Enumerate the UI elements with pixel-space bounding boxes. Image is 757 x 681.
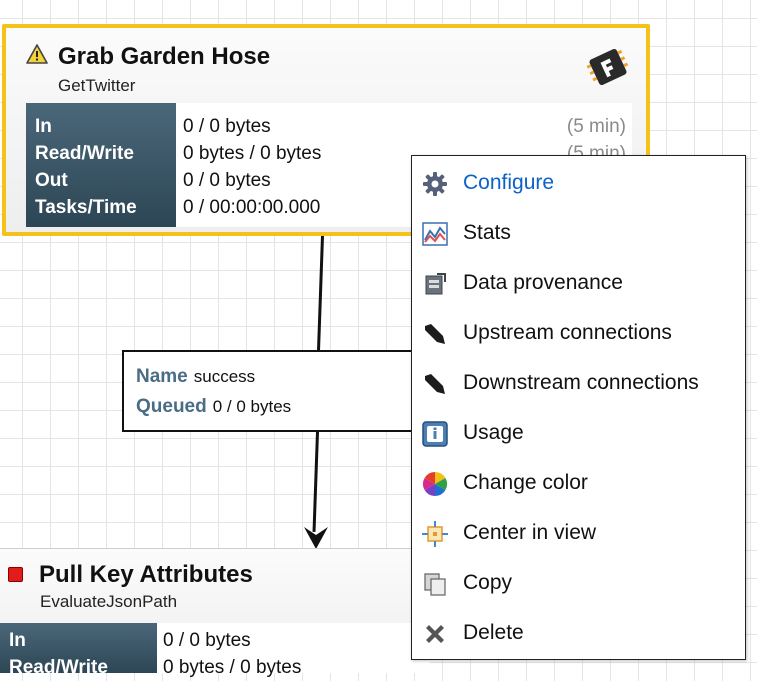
connection-name-label: Name: [136, 366, 188, 387]
stat-label-in: In: [9, 630, 26, 651]
menu-item-upstream-connections[interactable]: Upstream connections: [412, 308, 745, 358]
menu-item-label: Downstream connections: [463, 371, 699, 394]
processor-name: Grab Garden Hose: [58, 43, 271, 70]
stat-value-in: 0 / 0 bytes: [163, 630, 251, 651]
stat-label-tasks-time: Tasks/Time: [35, 197, 137, 218]
stat-in-duration: (5 min): [566, 116, 626, 137]
menu-item-label: Upstream connections: [463, 321, 672, 344]
stat-label-out: Out: [35, 170, 68, 191]
stat-value-out: 0 / 0 bytes: [183, 167, 632, 194]
provenance-icon: [422, 271, 448, 297]
menu-item-configure[interactable]: Configure: [412, 158, 745, 208]
menu-item-label: Usage: [463, 421, 524, 444]
stopped-icon: [8, 567, 23, 582]
connection-queued-row: Queued 0 / 0 bytes: [136, 396, 291, 418]
processor-grab-garden-hose[interactable]: Grab Garden Hose GetTwitter In Read/Writ…: [2, 24, 650, 236]
menu-item-copy[interactable]: Copy: [412, 558, 745, 608]
stat-value-tasks-time: 0 / 00:00:00.000: [183, 194, 632, 221]
connection-label[interactable]: Name success Queued 0 / 0 bytes: [122, 350, 422, 432]
menu-item-label: Change color: [463, 471, 588, 494]
stat-out-value: 0 / 0 bytes: [183, 170, 271, 191]
menu-item-label: Copy: [463, 571, 513, 594]
menu-item-stats[interactable]: Stats: [412, 208, 745, 258]
color-wheel-icon: [422, 471, 448, 497]
menu-item-delete[interactable]: Delete: [412, 608, 745, 658]
menu-item-data-provenance[interactable]: Data provenance: [412, 258, 745, 308]
stat-value-in: 0 / 0 bytes (5 min): [183, 113, 632, 140]
connection-arrowhead-icon: [304, 527, 328, 549]
menu-item-downstream-connections[interactable]: Downstream connections: [412, 358, 745, 408]
processor-name: Pull Key Attributes: [39, 561, 253, 588]
menu-item-usage[interactable]: Usage: [412, 408, 745, 458]
stats-label-panel: In Read/Write Out Tasks/Time: [26, 103, 176, 227]
menu-item-label: Center in view: [463, 521, 597, 544]
menu-item-label: Configure: [463, 171, 555, 194]
copy-icon: [422, 571, 448, 597]
stats-value-panel: 0 / 0 bytes 0 bytes / 0 bytes: [157, 623, 430, 678]
gear-icon: [422, 171, 448, 197]
stat-value-read-write: 0 bytes / 0 bytes: [163, 657, 302, 678]
connection-queued-value: 0 / 0 bytes: [212, 397, 292, 416]
context-menu: Configure Stats Data provenance: [411, 155, 746, 660]
connection-queued-label: Queued: [136, 396, 207, 417]
processor-type: EvaluateJsonPath: [40, 592, 178, 611]
processor-logo-icon: [586, 48, 629, 86]
stat-in-value: 0 / 0 bytes: [183, 116, 271, 137]
stat-label-in: In: [35, 116, 52, 137]
upstream-arrow-icon: [422, 321, 448, 347]
menu-item-label: Stats: [463, 221, 511, 244]
processor-type: GetTwitter: [58, 76, 136, 95]
usage-info-icon: [422, 421, 448, 447]
connection-line-lower[interactable]: [312, 431, 319, 532]
processor-pull-key-attributes[interactable]: Pull Key Attributes EvaluateJsonPath In …: [0, 548, 430, 678]
stat-tasks-time-value: 0 / 00:00:00.000: [183, 197, 321, 218]
downstream-arrow-icon: [422, 371, 448, 397]
stat-label-read-write: Read/Write: [9, 657, 108, 678]
stat-read-write-value: 0 bytes / 0 bytes: [183, 143, 322, 164]
menu-item-label: Delete: [463, 621, 524, 644]
menu-item-center-in-view[interactable]: Center in view: [412, 508, 745, 558]
warning-icon: [26, 44, 48, 64]
connection-name-value: success: [193, 367, 256, 386]
connection-name-row: Name success: [136, 366, 255, 388]
stats-label-panel: In Read/Write: [0, 623, 157, 678]
connection-line[interactable]: [316, 235, 324, 352]
menu-item-label: Data provenance: [463, 271, 623, 294]
center-target-icon: [422, 521, 448, 547]
delete-x-icon: [422, 621, 448, 647]
menu-item-change-color[interactable]: Change color: [412, 458, 745, 508]
stats-chart-icon: [422, 221, 448, 247]
stat-label-read-write: Read/Write: [35, 143, 134, 164]
